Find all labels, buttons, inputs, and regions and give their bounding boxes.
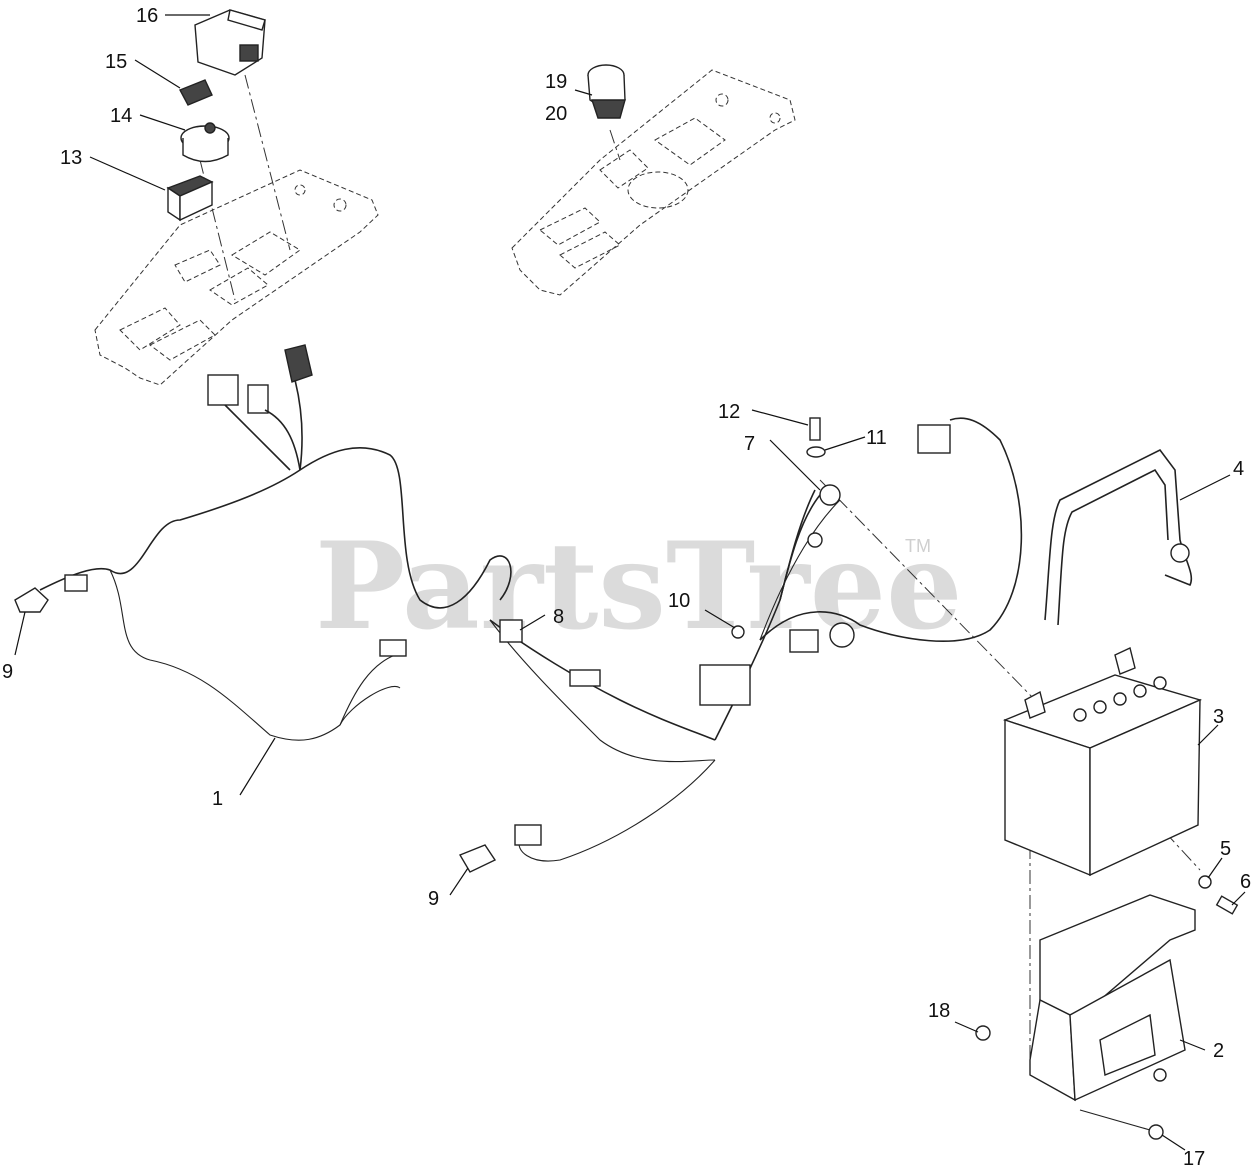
callout-11: 11 <box>866 427 887 449</box>
nut-5 <box>1198 875 1212 889</box>
callout-labels: 16 15 14 13 19 20 12 11 7 4 3 5 6 8 10 1… <box>2 5 1251 1170</box>
callout-19: 19 <box>545 71 567 93</box>
washer-11 <box>806 446 826 458</box>
callout-6: 6 <box>1240 871 1251 893</box>
callout-leaders <box>14 14 1246 1151</box>
switch-9-bottom <box>458 824 542 873</box>
callout-1: 1 <box>212 788 223 810</box>
callout-9-left: 9 <box>2 661 13 683</box>
hour-meter-16 <box>194 9 266 76</box>
battery-tray-2 <box>1029 894 1196 1102</box>
nut-18 <box>975 1025 991 1041</box>
battery-3 <box>1002 647 1203 877</box>
callout-4: 4 <box>1233 458 1244 480</box>
bolt-17 <box>1079 1109 1164 1140</box>
rocker-switch-13 <box>166 175 214 222</box>
watermark-text: PartsTree <box>315 516 962 657</box>
callout-12: 12 <box>718 401 740 423</box>
battery-strap-4 <box>1044 448 1193 626</box>
callout-9-bottom: 9 <box>428 888 439 910</box>
callout-8: 8 <box>553 606 564 628</box>
battery-cable-7 <box>779 484 841 601</box>
right-control-panel <box>511 69 796 296</box>
callout-13: 13 <box>60 147 82 169</box>
callout-18: 18 <box>928 1000 950 1022</box>
callout-20: 20 <box>545 103 567 125</box>
wire-harness-1 <box>39 379 1023 862</box>
ignition-switch-14 <box>180 122 230 163</box>
callout-14: 14 <box>110 105 132 127</box>
nut-10 <box>731 625 745 639</box>
callout-7: 7 <box>744 433 755 455</box>
switch-9-left <box>14 574 88 613</box>
callout-5: 5 <box>1220 838 1231 860</box>
bolt-6 <box>1215 895 1239 915</box>
bolt-12 <box>809 417 821 441</box>
callout-3: 3 <box>1213 706 1224 728</box>
callout-17: 17 <box>1183 1148 1205 1170</box>
callout-15: 15 <box>105 51 127 73</box>
callout-10: 10 <box>668 590 690 612</box>
pto-switch-19 <box>587 64 626 119</box>
key-15 <box>179 79 213 106</box>
harness-connectors <box>207 344 313 414</box>
callout-16: 16 <box>136 5 158 27</box>
callout-2: 2 <box>1213 1040 1224 1062</box>
watermark-trademark: TM <box>905 536 931 556</box>
left-control-panel <box>94 169 379 386</box>
